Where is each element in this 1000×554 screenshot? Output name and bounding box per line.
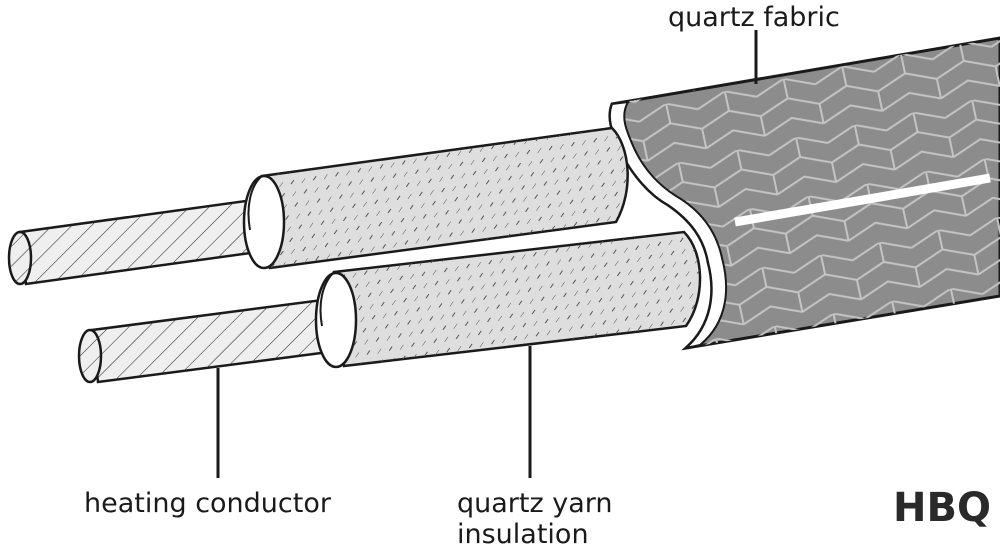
label-quartz-yarn-line2: insulation bbox=[457, 519, 589, 550]
label-quartz-yarn-insulation: quartz yarn insulation bbox=[457, 488, 613, 550]
label-quartz-yarn-line1: quartz yarn bbox=[457, 488, 613, 519]
upper-core bbox=[7, 126, 629, 286]
label-quartz-fabric: quartz fabric bbox=[668, 2, 840, 33]
quartz-fabric-jacket bbox=[608, 36, 1000, 351]
label-heating-conductor: heating conductor bbox=[84, 488, 331, 519]
lower-core bbox=[77, 230, 702, 384]
product-code: HBQ bbox=[893, 485, 991, 531]
fabric-stripe bbox=[734, 173, 991, 227]
